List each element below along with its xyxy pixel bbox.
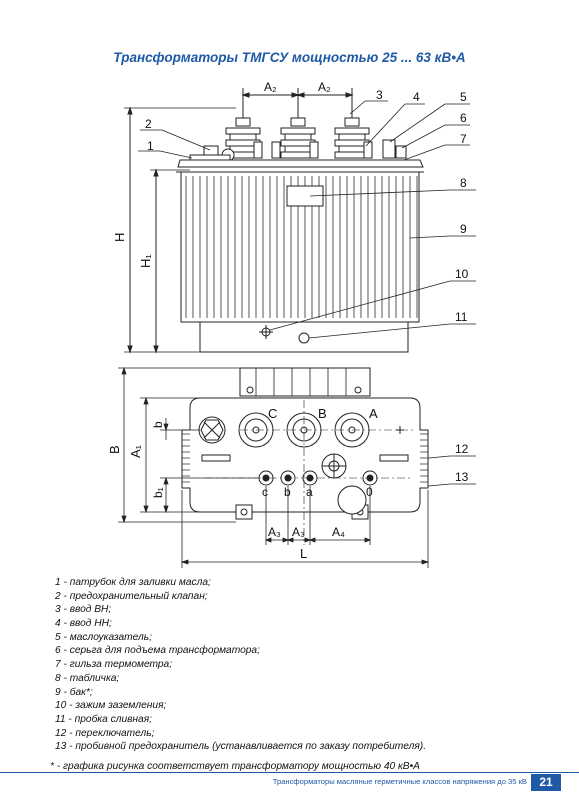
dim-h1 bbox=[150, 168, 190, 354]
top-view bbox=[181, 367, 429, 545]
callout-5: 5 bbox=[460, 90, 467, 104]
legend-item: 7 - гильза термометра; bbox=[55, 659, 173, 671]
callout-7: 7 bbox=[460, 132, 467, 146]
footnote: * - графика рисунка соответствует трансф… bbox=[50, 761, 420, 772]
oil-gauge bbox=[382, 139, 396, 159]
callout-1: 1 bbox=[147, 139, 154, 153]
dim-b-label: B bbox=[107, 445, 122, 454]
phase-label-a: A bbox=[369, 406, 378, 421]
callout-12: 12 bbox=[455, 442, 469, 456]
legend-item: 10 - зажим заземления; bbox=[55, 700, 167, 712]
dim-h bbox=[124, 106, 236, 354]
dim-vertical-top bbox=[118, 366, 258, 524]
legend-item: 3 - ввод ВН; bbox=[55, 604, 112, 616]
ground-clamp bbox=[259, 325, 273, 339]
callout-13: 13 bbox=[455, 470, 469, 484]
dim-l-label: L bbox=[300, 546, 307, 561]
phase-label-c: C bbox=[268, 406, 277, 421]
page-title: Трансформаторы ТМГСУ мощностью 25 ... 63… bbox=[113, 50, 466, 65]
dim-a2 bbox=[241, 88, 354, 108]
dim-a2-label-2: A₂ bbox=[318, 80, 331, 94]
lifting-lug bbox=[395, 145, 407, 159]
callout-3: 3 bbox=[376, 88, 383, 102]
legend-item: 2 - предохранительный клапан; bbox=[55, 590, 208, 602]
legend-item: 4 - ввод НН; bbox=[55, 618, 112, 630]
lv-label-c: c bbox=[262, 485, 268, 499]
dim-h1-label: H₁ bbox=[138, 254, 153, 268]
phase-label-b: B bbox=[318, 406, 327, 421]
dim-a2-label-1: A₂ bbox=[264, 80, 277, 94]
hv-bushings bbox=[225, 106, 370, 159]
lv-label-b: b bbox=[284, 485, 291, 499]
callout-10: 10 bbox=[455, 267, 469, 281]
callout-4: 4 bbox=[413, 90, 420, 104]
callout-11: 11 bbox=[455, 310, 468, 324]
lv-label-a: a bbox=[306, 485, 313, 499]
legend: 1 - патрубок для заливки масла; 2 - пред… bbox=[55, 576, 535, 754]
callout-2: 2 bbox=[145, 117, 152, 131]
nameplate bbox=[286, 185, 324, 207]
legend-item: 11 - пробка сливная; bbox=[55, 713, 152, 725]
dim-b-small-label: b bbox=[151, 421, 165, 428]
callout-8: 8 bbox=[460, 176, 467, 190]
dim-a3-label-1: A₃ bbox=[268, 525, 281, 539]
dim-h-label: H bbox=[112, 233, 127, 242]
legend-item: 9 - бак*; bbox=[55, 686, 93, 698]
footer-rule bbox=[0, 772, 579, 773]
page-number: 21 bbox=[531, 774, 561, 791]
legend-item: 6 - серьга для подъема трансформатора; bbox=[55, 645, 260, 657]
dim-b1-label: b₁ bbox=[151, 487, 165, 498]
callout-6: 6 bbox=[460, 111, 467, 125]
tank-cover bbox=[177, 159, 424, 168]
callout-9: 9 bbox=[460, 222, 467, 236]
dim-a1-label: A₁ bbox=[128, 444, 143, 458]
drain-plug bbox=[298, 332, 310, 344]
lv-bushings bbox=[253, 141, 373, 159]
legend-item: 5 - маслоуказатель; bbox=[55, 631, 152, 643]
legend-item: 1 - патрубок для заливки масла; bbox=[55, 577, 211, 588]
dim-horizontal-bottom bbox=[180, 486, 430, 568]
legend-item: 13 - пробивной предохранитель (устанавли… bbox=[55, 741, 427, 753]
lv-label-zero: 0 bbox=[366, 485, 373, 499]
legend-item: 8 - табличка; bbox=[55, 672, 120, 684]
legend-item: 12 - переключатель; bbox=[55, 727, 155, 739]
dim-a3-label-2: A₃ bbox=[292, 525, 305, 539]
dim-a4-label: A₄ bbox=[332, 525, 345, 539]
footer-text: Трансформаторы масляные герметичные клас… bbox=[272, 777, 527, 786]
